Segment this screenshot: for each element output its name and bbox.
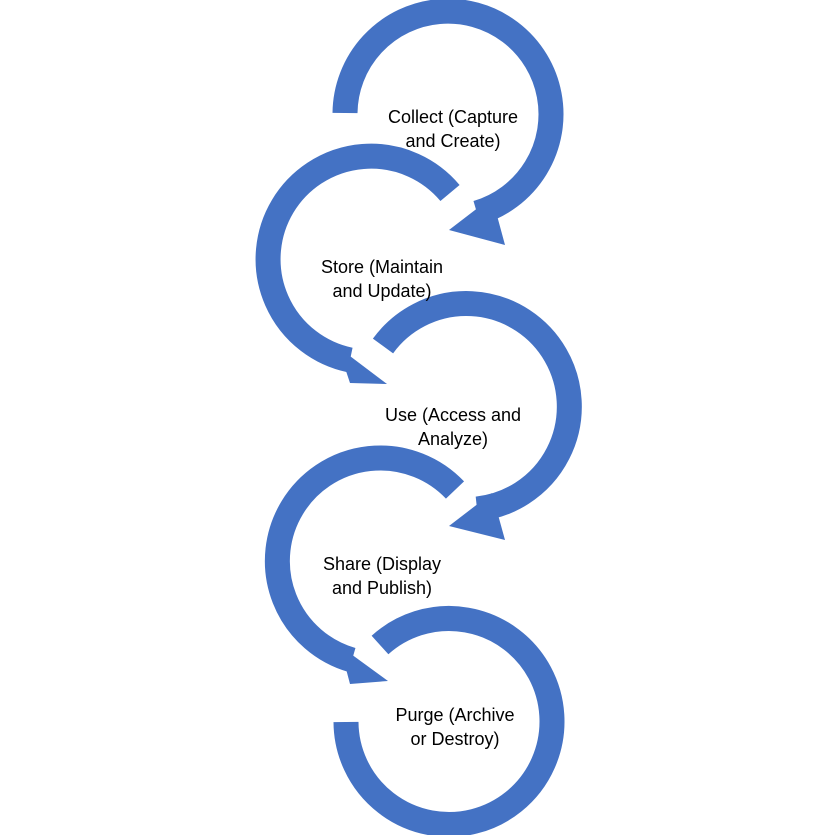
arrowhead-collect [449,197,505,245]
stage-label-collect-line1: Collect (Capture [387,107,519,127]
stage-label-use-line1: Use (Access and [384,405,522,425]
stage-arc-share [264,445,465,684]
stage-label-purge: Purge (Archive or Destroy) [335,703,575,751]
arrowhead-use [449,493,505,540]
arrowhead-share [340,646,388,684]
stage-arc-store [255,143,460,384]
stage-label-use: Use (Access and Analyze) [333,403,573,451]
stage-arc-collect [332,0,564,245]
stage-arc-purge [333,605,565,835]
arc-collect [332,0,564,225]
stage-label-store: Store (Maintain and Update) [262,255,502,303]
stage-label-use-line2: Analyze) [417,429,489,449]
arc-share [264,445,465,673]
arc-use [372,291,582,522]
arc-store [255,143,460,373]
arc-purge [333,605,565,835]
stage-label-purge-line2: or Destroy) [410,729,500,749]
stage-label-share-line1: Share (Display [322,554,442,574]
stage-label-store-line2: and Update) [332,281,432,301]
stage-arc-use [372,291,582,540]
arrowhead-store [338,347,387,384]
stage-label-share-line2: and Publish) [331,578,433,598]
stage-label-purge-line1: Purge (Archive [395,705,515,725]
stage-label-collect: Collect (Capture and Create) [333,105,573,153]
stage-label-collect-line2: and Create) [405,131,501,151]
stage-label-share: Share (Display and Publish) [262,552,502,600]
stage-label-store-line1: Store (Maintain [320,257,444,277]
